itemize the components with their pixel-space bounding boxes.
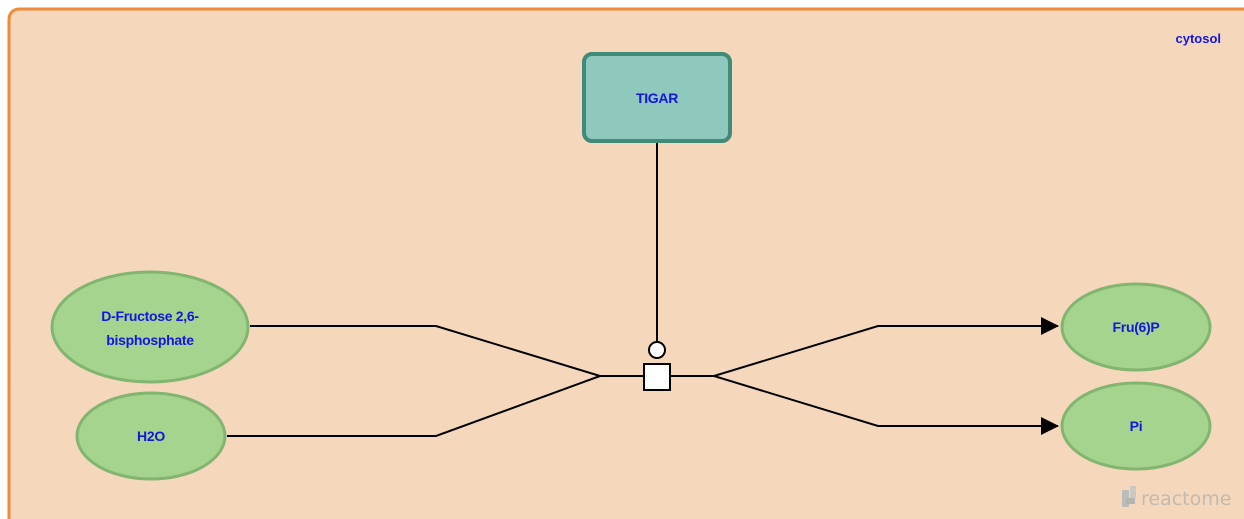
compartment-label: cytosol [1175, 31, 1221, 46]
molecule-label: H2O [137, 428, 165, 444]
reactome-brand: reactome [1122, 486, 1231, 510]
molecule-label: Pi [1130, 418, 1143, 434]
reactome-logo-icon [1122, 486, 1136, 507]
catalyst-node-tigar[interactable]: TIGAR [582, 52, 732, 143]
input-edge-h2o [227, 375, 601, 437]
molecule-ellipse [75, 391, 227, 481]
input-edge-fructose-bisphosphate [250, 325, 643, 377]
reactome-wordmark: reactome [1141, 488, 1231, 510]
catalyst-box [582, 52, 732, 143]
output-molecule-fru6p[interactable]: Fru(6)P [1060, 282, 1212, 372]
molecule-ellipse [50, 270, 250, 384]
catalyst-label: TIGAR [636, 90, 678, 106]
molecule-ellipse [1060, 381, 1212, 471]
molecule-label: Fru(6)P [1113, 319, 1160, 335]
output-molecule-pi[interactable]: Pi [1060, 381, 1212, 471]
output-edge-pi [713, 375, 1059, 435]
input-molecule-fructose-bisphosphate[interactable]: D-Fructose 2,6- bisphosphate [50, 270, 250, 384]
input-molecule-h2o[interactable]: H2O [75, 391, 227, 481]
catalysis-circle-icon [648, 341, 666, 359]
reaction-node[interactable] [643, 363, 671, 391]
molecule-label-line-1: D-Fructose 2,6- [101, 308, 199, 324]
compartment-cytosol[interactable] [7, 7, 1244, 519]
output-edge-fru6p [671, 317, 1059, 377]
molecule-label-line-2: bisphosphate [106, 332, 194, 348]
molecule-ellipse [1060, 282, 1212, 372]
